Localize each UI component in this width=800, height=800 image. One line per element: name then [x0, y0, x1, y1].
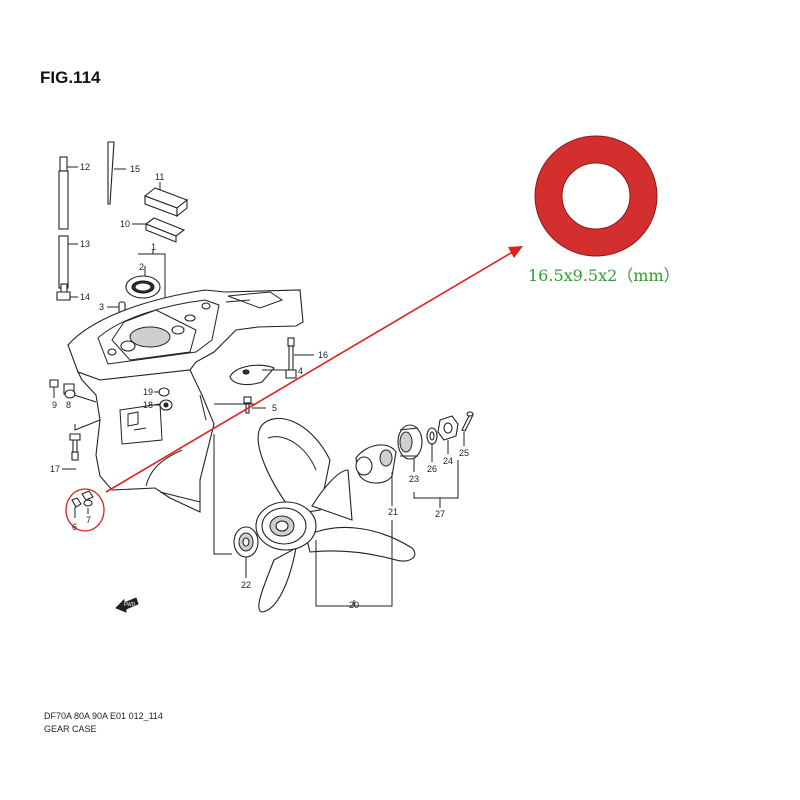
callout-11: 11	[155, 172, 164, 182]
callout-4: 4	[298, 366, 303, 376]
part-21-spacer	[355, 444, 397, 506]
part-5-bolt	[214, 396, 266, 414]
callout-2: 2	[139, 262, 144, 272]
callout-25: 25	[459, 448, 469, 458]
fwd-arrow-icon: FWD	[115, 597, 139, 613]
part-2-bearing	[125, 266, 161, 299]
callout-24: 24	[443, 456, 453, 466]
pointer-arrowhead	[508, 246, 523, 258]
callout-10: 10	[120, 219, 130, 229]
leader-27-bracket	[413, 460, 459, 499]
part-4-anode	[229, 364, 296, 386]
washer-hole	[562, 163, 630, 229]
part-8-washer	[63, 383, 97, 403]
part-15-rod	[107, 141, 126, 205]
callout-19: 19	[143, 387, 153, 397]
washer-image	[534, 135, 658, 257]
callout-12: 12	[80, 162, 90, 172]
callout-15: 15	[130, 164, 140, 174]
callout-7: 7	[86, 515, 91, 525]
callout-13: 13	[80, 239, 90, 249]
part-12-stud	[58, 156, 78, 230]
callout-8: 8	[66, 400, 71, 410]
part-25-cotter-pin	[461, 411, 474, 446]
part-18-plug	[154, 399, 173, 411]
washer-dimension-label: 16.5x9.5x2（mm）	[528, 266, 680, 285]
leader-1	[138, 253, 166, 300]
part-10-key	[132, 217, 186, 243]
callout-9: 9	[52, 400, 57, 410]
callout-23: 23	[409, 474, 419, 484]
pointer-line	[105, 249, 517, 493]
figure-title: FIG.114	[40, 68, 101, 87]
callout-16: 16	[318, 350, 328, 360]
callout-18: 18	[143, 400, 153, 410]
part-7-washer	[81, 490, 94, 514]
gear-case-housing	[67, 289, 304, 513]
callout-20: 20	[349, 600, 359, 610]
callout-14: 14	[80, 292, 90, 302]
part-13-pin	[58, 235, 78, 289]
caption-model-line: DF70A 80A 90A E01 012_114	[44, 711, 163, 721]
callout-26: 26	[427, 464, 437, 474]
leader-22-bracket	[213, 434, 232, 555]
callout-1: 1	[151, 242, 156, 252]
callout-22: 22	[241, 580, 251, 590]
part-6-screw	[71, 497, 82, 518]
part-24-nut	[437, 415, 459, 454]
callout-21: 21	[388, 507, 398, 517]
part-11-key	[143, 182, 189, 218]
part-16-bolt	[285, 337, 314, 379]
part-20-propeller	[255, 417, 416, 613]
callout-6: 6	[72, 522, 77, 532]
caption-section-line: GEAR CASE	[44, 724, 97, 734]
callout-3: 3	[99, 302, 104, 312]
callout-labels: 1 2 3 4 5 6 7 8 9 10 11 12 13 14 15 16 1…	[50, 162, 469, 610]
part-19-washer	[154, 387, 170, 397]
part-23-splined-washer	[397, 424, 423, 472]
callout-17: 17	[50, 464, 60, 474]
fwd-label: FWD	[124, 602, 136, 608]
part-14-bolt	[56, 283, 78, 301]
part-22-thrust-washer	[233, 526, 259, 578]
part-17-bolt	[62, 419, 101, 470]
callout-5: 5	[272, 403, 277, 413]
part-26-washer	[426, 427, 438, 462]
figure-caption: DF70A 80A 90A E01 012_114 GEAR CASE	[44, 710, 163, 736]
highlight-circle	[65, 488, 105, 532]
part-9-bolt	[49, 379, 59, 398]
callout-27: 27	[435, 509, 445, 519]
